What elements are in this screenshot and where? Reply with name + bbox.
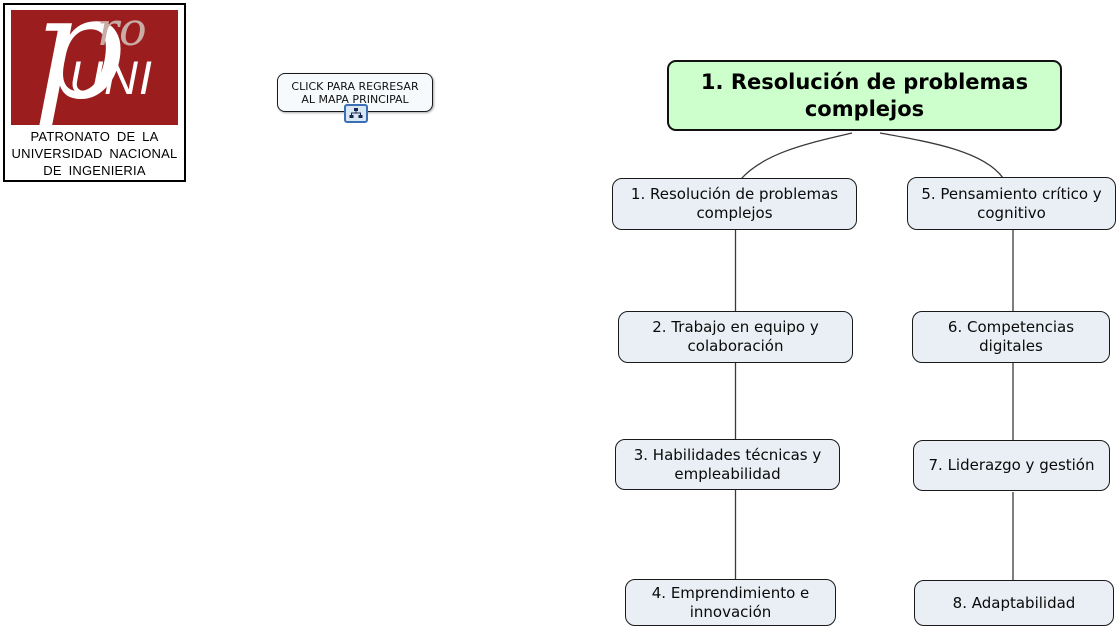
logo-caption: PATRONATO DE LA UNIVERSIDAD NACIONAL DE …	[11, 129, 178, 178]
logo-letters-ro: ro	[97, 10, 147, 56]
node-1-resolucion-problemas[interactable]: 1. Resolución de problemas complejos	[612, 178, 857, 230]
root-node-resolucion-problemas[interactable]: 1. Resolución de problemas complejos	[667, 60, 1062, 131]
node-7-liderazgo-gestion[interactable]: 7. Liderazgo y gestión	[913, 440, 1110, 491]
logo-letters-uni: UNI	[69, 51, 153, 104]
logo-letter-p: p	[33, 10, 124, 125]
prouni-logo: p ro UNI PATRONATO DE LA UNIVERSIDAD NAC…	[3, 3, 186, 182]
back-button-label: CLICK PARA REGRESAR AL MAPA PRINCIPAL	[291, 79, 419, 106]
node-2-trabajo-equipo[interactable]: 2. Trabajo en equipo y colaboración	[618, 311, 853, 363]
link-root-to-node5	[879, 132, 1004, 179]
node-4-emprendimiento[interactable]: 4. Emprendimiento e innovación	[625, 579, 836, 626]
tree-glyph	[349, 108, 363, 118]
node-3-habilidades-tecnicas[interactable]: 3. Habilidades técnicas y empleabilidad	[615, 439, 840, 490]
concept-map-link-icon[interactable]	[344, 104, 368, 123]
node-8-adaptabilidad[interactable]: 8. Adaptabilidad	[914, 580, 1114, 626]
node-5-pensamiento-critico[interactable]: 5. Pensamiento crítico y cognitivo	[907, 177, 1116, 230]
back-to-main-map-button[interactable]: CLICK PARA REGRESAR AL MAPA PRINCIPAL	[277, 73, 433, 123]
link-root-to-node1	[740, 132, 853, 180]
node-6-competencias-digitales[interactable]: 6. Competencias digitales	[912, 311, 1110, 363]
prouni-logo-emblem: p ro UNI	[11, 10, 178, 125]
